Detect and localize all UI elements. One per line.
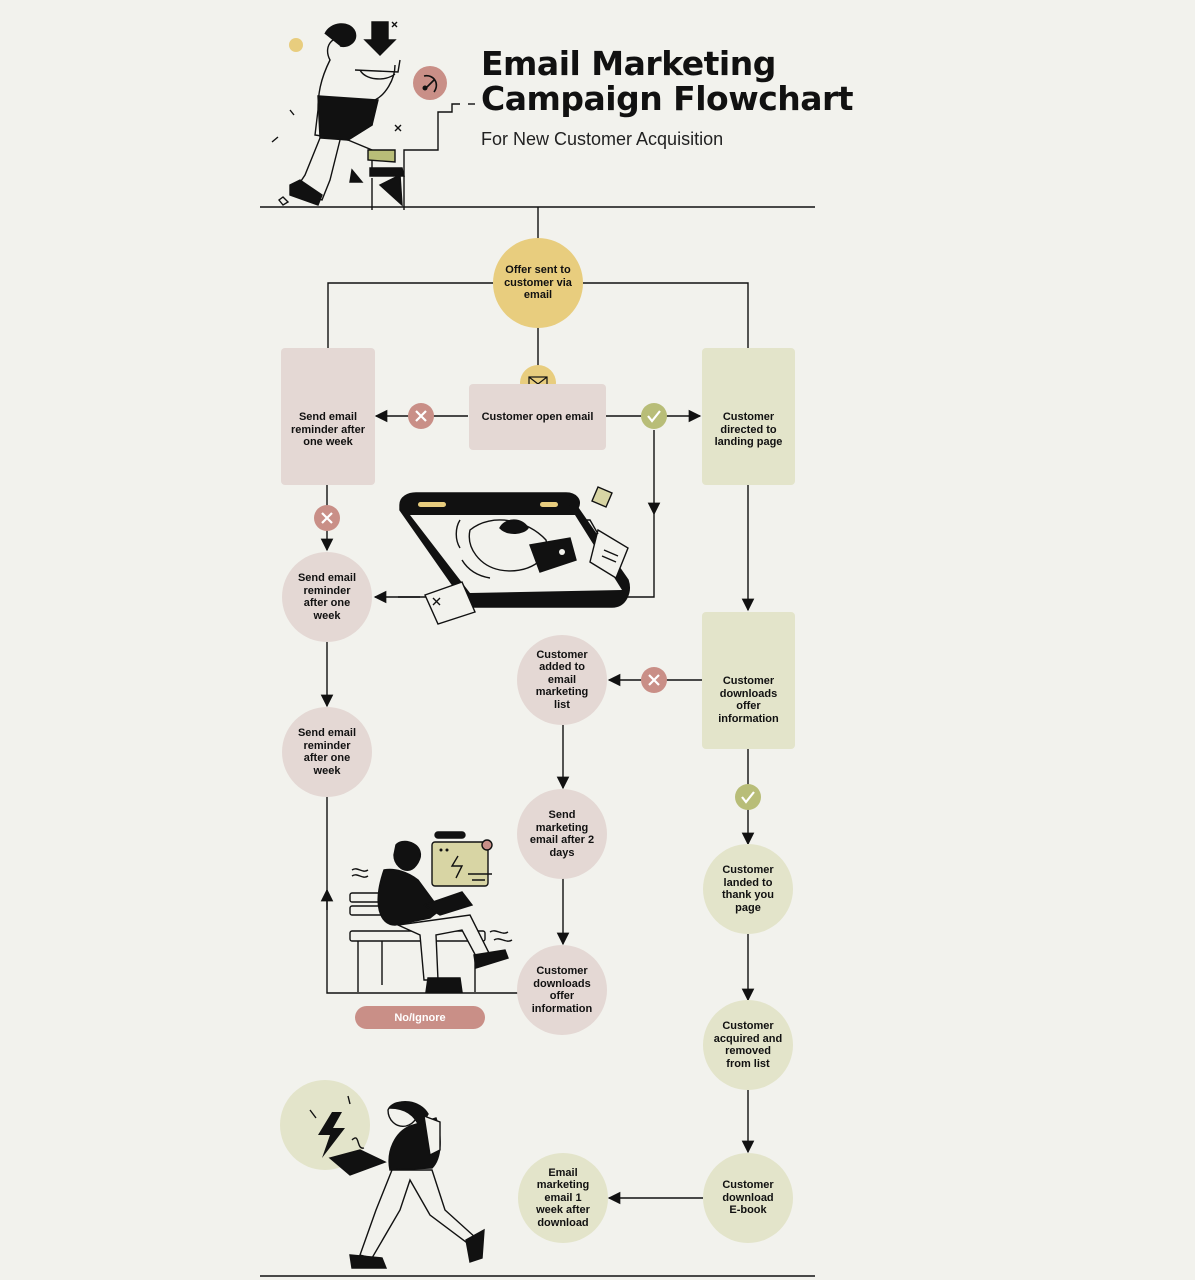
node-offer-sent-label: Offer sent to customer via email xyxy=(504,264,572,302)
title-line-2: Campaign Flowchart xyxy=(481,79,854,118)
node-offer-sent: Offer sent to customer via email xyxy=(493,238,583,328)
no-marker xyxy=(641,667,667,693)
node-acquired-removed: Customer acquired and removed from list xyxy=(703,1000,793,1090)
node-email-after-download-label: Email marketing email 1 week after downl… xyxy=(536,1166,590,1229)
yes-marker xyxy=(735,784,761,810)
node-open-email: Customer open email xyxy=(469,384,606,450)
no-marker xyxy=(314,505,340,531)
node-thank-you-label: Customer landed to thank you page xyxy=(722,864,774,914)
node-reminder-box-label: Send email reminder after one week xyxy=(291,411,365,448)
node-reminder-circle-2: Send email reminder after one week xyxy=(282,707,372,797)
header-illustration xyxy=(271,21,475,210)
page-title: Email Marketing Campaign Flowchart xyxy=(481,44,854,118)
title-line-1: Email Marketing xyxy=(481,44,776,83)
node-send-marketing-label: Send marketing email after 2 days xyxy=(529,809,595,859)
node-send-marketing: Send marketing email after 2 days xyxy=(517,789,607,879)
node-downloads-offer-box xyxy=(702,612,795,749)
node-reminder-circle-1: Send email reminder after one week xyxy=(282,552,372,642)
relaxing-illustration xyxy=(399,486,630,625)
yes-marker xyxy=(641,403,667,429)
no-marker xyxy=(408,403,434,429)
node-landing-box-label: Customer directed to landing page xyxy=(714,411,783,448)
node-download-ebook-label: Customer download E-book xyxy=(722,1179,774,1217)
no-ignore-label: No/Ignore xyxy=(355,1006,485,1029)
node-downloads-offer-circle: Customer downloads offer information xyxy=(517,945,607,1035)
node-reminder-circle-1-label: Send email reminder after one week xyxy=(297,572,357,622)
node-downloads-offer-box-label: Customer downloads offer information xyxy=(718,675,779,725)
node-acquired-removed-label: Customer acquired and removed from list xyxy=(713,1020,783,1070)
node-reminder-circle-2-label: Send email reminder after one week xyxy=(297,727,357,777)
bench-illustration xyxy=(349,831,513,993)
walking-illustration xyxy=(280,1080,485,1269)
node-added-to-list-label: Customer added to email marketing list xyxy=(535,648,589,711)
node-open-email-label: Customer open email xyxy=(481,410,594,423)
node-landing-box xyxy=(702,348,795,485)
node-download-ebook: Customer download E-book xyxy=(703,1153,793,1243)
node-added-to-list: Customer added to email marketing list xyxy=(517,635,607,725)
page-subtitle: For New Customer Acquisition xyxy=(481,129,724,149)
node-thank-you: Customer landed to thank you page xyxy=(703,844,793,934)
node-email-after-download: Email marketing email 1 week after downl… xyxy=(518,1153,608,1243)
node-downloads-offer-circle-label: Customer downloads offer information xyxy=(531,965,593,1015)
node-reminder-box xyxy=(281,348,375,485)
